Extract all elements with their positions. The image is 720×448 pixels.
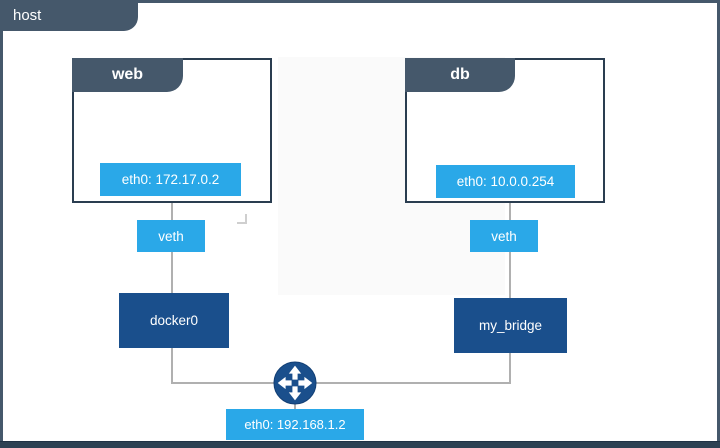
router-icon: [273, 361, 317, 405]
corner-artifact: [237, 214, 247, 224]
my-bridge-label: my_bridge: [478, 318, 543, 333]
connector-veth-to-docker0: [171, 252, 173, 293]
connector-bus-line: [171, 382, 511, 384]
veth-db-box: veth: [470, 220, 538, 252]
my-bridge-box: my_bridge: [454, 298, 567, 353]
veth-db-label: veth: [491, 228, 517, 244]
docker0-bridge-box: docker0: [119, 293, 229, 348]
host-eth0-box: eth0: 192.168.1.2: [226, 409, 364, 440]
connector-web-to-veth: [171, 203, 173, 220]
web-eth0-box: eth0: 172.17.0.2: [100, 163, 241, 196]
docker0-bridge-label: docker0: [149, 313, 199, 328]
connector-docker0-to-bus: [171, 348, 173, 384]
web-eth0-label: eth0: 172.17.0.2: [121, 172, 220, 187]
db-eth0-label: eth0: 10.0.0.254: [456, 174, 555, 189]
connector-mybridge-to-bus: [509, 353, 511, 384]
veth-web-box: veth: [137, 220, 205, 252]
connector-veth-to-mybridge: [509, 252, 511, 298]
host-bottom-edge: [0, 441, 720, 448]
veth-web-label: veth: [158, 228, 184, 244]
container-web-label: web: [111, 66, 144, 83]
host-label: host: [13, 7, 42, 24]
container-web-tab: web: [72, 58, 183, 92]
host-label-tab: host: [0, 0, 138, 31]
container-db-tab: db: [405, 58, 515, 92]
host-eth0-label: eth0: 192.168.1.2: [244, 417, 346, 432]
container-db-label: db: [450, 66, 470, 83]
connector-db-to-veth: [509, 203, 511, 220]
db-eth0-box: eth0: 10.0.0.254: [436, 165, 575, 198]
